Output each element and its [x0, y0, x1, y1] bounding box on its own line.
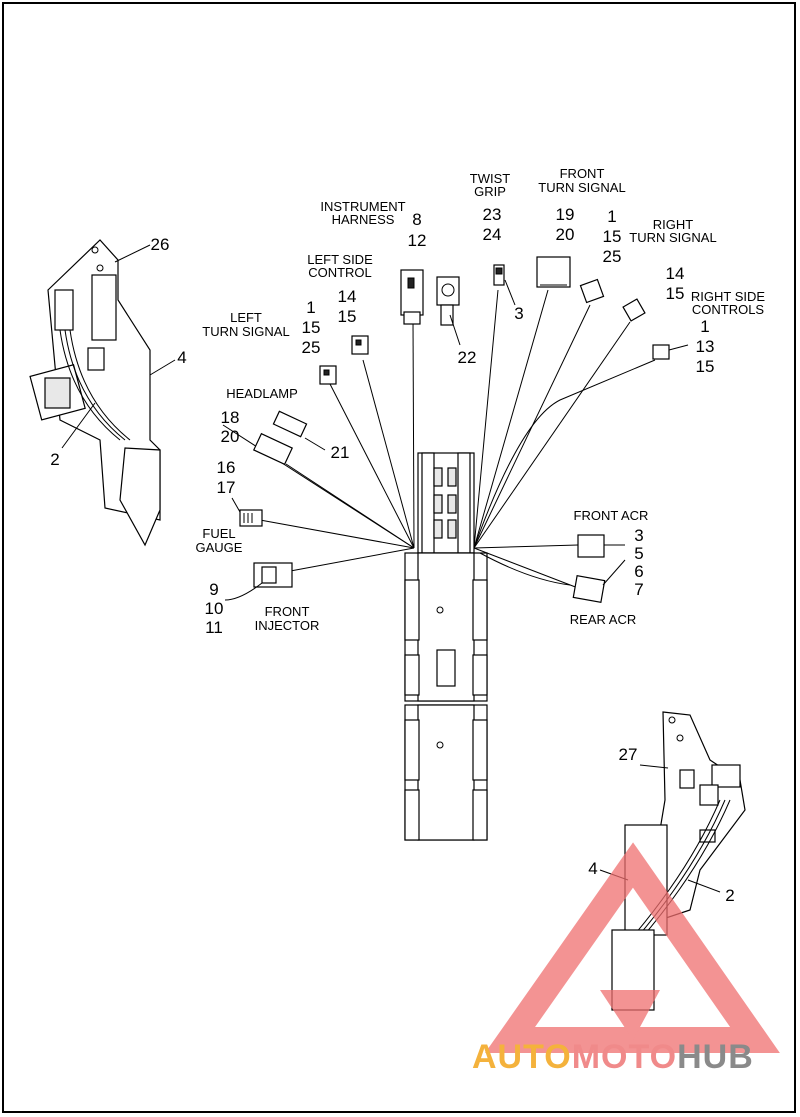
- right-turn-signal-num-2: 15: [603, 227, 622, 246]
- callout-4-right: 4: [588, 859, 597, 878]
- instrument-harness-label-2: HARNESS: [332, 212, 395, 227]
- front-turn-signal-label-2: TURN SIGNAL: [538, 180, 625, 195]
- left-side-control-label-1: LEFT SIDE: [307, 252, 373, 267]
- central-frame-rail: [404, 452, 488, 841]
- harness-wires: [222, 289, 656, 589]
- callout-2-left: 2: [50, 450, 59, 469]
- acr-num-1: 3: [634, 526, 643, 545]
- instrument-harness-num-1: 8: [412, 210, 421, 229]
- front-turn-signal-connector: [536, 256, 571, 288]
- fuel-gauge-label-2: GAUGE: [196, 540, 243, 555]
- right-side-controls-num-b-2: 13: [696, 337, 715, 356]
- rear-acr-connector: [572, 559, 626, 603]
- callout-21: 21: [331, 443, 350, 462]
- left-bracket-assembly: [29, 239, 176, 547]
- connector-22: [436, 276, 461, 346]
- acr-num-2: 5: [634, 544, 643, 563]
- headlamp-connector-21: [272, 410, 326, 451]
- twist-grip-num-1: 23: [483, 205, 502, 224]
- watermark-part-3: HUB: [677, 1038, 754, 1076]
- right-side-controls-connector-a: [622, 298, 646, 322]
- twist-grip-label-2: GRIP: [474, 184, 506, 199]
- fuel-gauge-num-1: 16: [217, 458, 236, 477]
- front-injector-num-3: 11: [205, 618, 223, 637]
- front-injector-num-2: 10: [205, 599, 224, 618]
- acr-num-3: 6: [634, 562, 643, 581]
- twist-grip-num-2: 24: [483, 225, 502, 244]
- right-side-controls-label-1: RIGHT SIDE: [691, 289, 765, 304]
- front-turn-signal-num-1: 19: [556, 205, 575, 224]
- headlamp-label: HEADLAMP: [226, 386, 298, 401]
- watermark-text: AUTOMOTOHUB: [472, 1038, 754, 1076]
- instrument-harness-num-2: 12: [408, 231, 427, 250]
- rear-acr-label: REAR ACR: [570, 612, 636, 627]
- instrument-harness-connector: [400, 269, 424, 325]
- callout-4-left: 4: [177, 348, 186, 367]
- headlamp-num-1: 18: [221, 408, 240, 427]
- right-turn-signal-connector: [579, 278, 605, 304]
- front-injector-label-2: INJECTOR: [255, 618, 320, 633]
- left-side-control-num-1: 14: [338, 287, 357, 306]
- callout-22: 22: [458, 348, 477, 367]
- right-turn-signal-num-1: 1: [607, 207, 616, 226]
- left-turn-signal-label-1: LEFT: [230, 310, 262, 325]
- watermark-part-2: MOTO: [572, 1038, 677, 1076]
- headlamp-num-2: 20: [221, 427, 240, 446]
- front-injector-num-1: 9: [209, 580, 218, 599]
- front-turn-signal-num-2: 20: [556, 225, 575, 244]
- left-side-control-label-2: CONTROL: [308, 265, 372, 280]
- fuel-gauge-num-2: 17: [217, 478, 236, 497]
- twist-grip-connector: [493, 264, 516, 306]
- left-turn-signal-num-3: 25: [302, 338, 321, 357]
- right-side-controls-connector-b: [652, 344, 689, 360]
- callout-2-right: 2: [725, 886, 734, 905]
- left-side-control-num-2: 15: [338, 307, 357, 326]
- left-turn-signal-num-2: 15: [302, 318, 321, 337]
- right-side-controls-num-a-1: 14: [666, 264, 685, 283]
- front-injector-connector: [224, 562, 293, 601]
- left-side-control-connector: [351, 335, 369, 355]
- right-side-controls-num-b-3: 15: [696, 357, 715, 376]
- twist-grip-label-1: TWIST: [470, 171, 510, 186]
- right-turn-signal-label-2: TURN SIGNAL: [629, 230, 716, 245]
- watermark-logo: [484, 842, 780, 1053]
- front-acr-label: FRONT ACR: [574, 508, 649, 523]
- right-turn-signal-label-1: RIGHT: [653, 217, 694, 232]
- front-injector-label-1: FRONT: [265, 604, 310, 619]
- callout-27: 27: [619, 745, 638, 764]
- right-side-controls-label-2: CONTROLS: [692, 302, 765, 317]
- headlamp-connector: [252, 432, 294, 466]
- fuel-gauge-label-1: FUEL: [202, 526, 235, 541]
- front-turn-signal-label-1: FRONT: [560, 166, 605, 181]
- acr-num-4: 7: [634, 580, 643, 599]
- right-turn-signal-num-3: 25: [603, 247, 622, 266]
- front-acr-connector: [577, 534, 625, 558]
- left-turn-signal-connector: [319, 365, 337, 385]
- watermark-part-1: AUTO: [472, 1038, 572, 1076]
- callout-26: 26: [151, 235, 170, 254]
- left-turn-signal-num-1: 1: [306, 298, 315, 317]
- instrument-harness-label-1: INSTRUMENT: [320, 199, 405, 214]
- fuel-gauge-connector: [231, 497, 263, 527]
- left-turn-signal-label-2: TURN SIGNAL: [202, 324, 289, 339]
- right-side-controls-num-a-2: 15: [666, 284, 685, 303]
- right-side-controls-num-b-1: 1: [700, 317, 709, 336]
- callout-3: 3: [514, 304, 523, 323]
